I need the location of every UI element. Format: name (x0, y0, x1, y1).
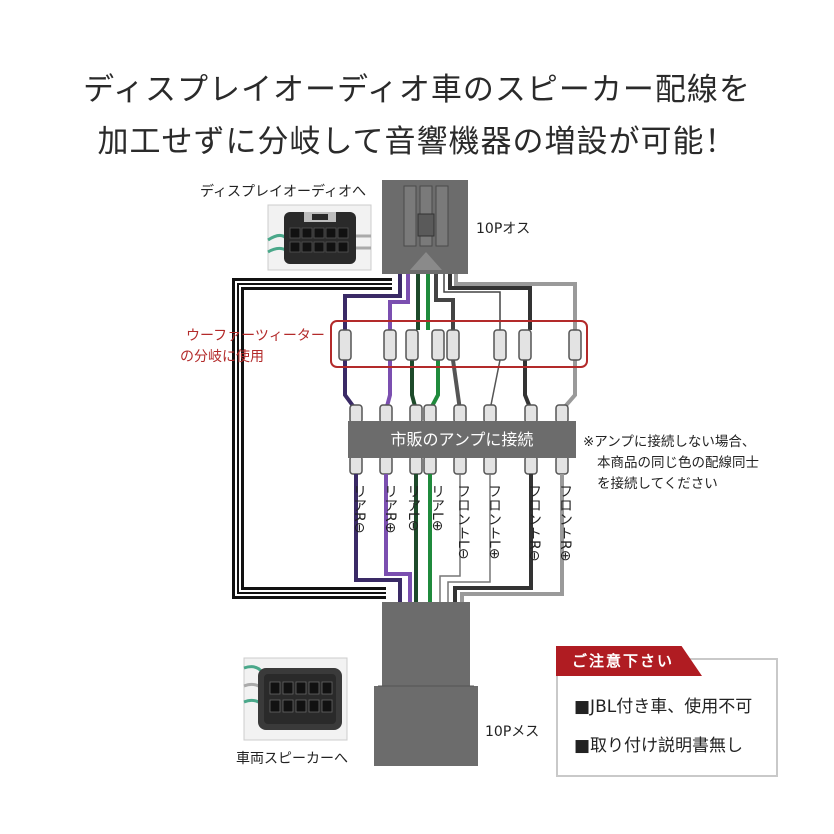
amp-connection-bar (348, 421, 576, 458)
display-audio-label: ディスプレイオーディオへ (200, 184, 367, 200)
vehicle-speaker-connector-photo (243, 657, 348, 741)
caution-item-manual: ■取り付け説明書無し (574, 736, 744, 756)
vehicle-speaker-label: 車両スピーカーへ (236, 751, 348, 767)
outer-loop-wire (232, 278, 392, 599)
upper-splice-terminals (338, 329, 582, 361)
caution-title: ご注意下さい (572, 652, 675, 670)
caution-item-jbl: ■JBL付き車、使用不可 (574, 697, 753, 717)
amp-note-line: を接続してください (597, 476, 718, 492)
wire-label-rear-l-minus: リアL⊖ (405, 484, 421, 532)
female-connector-10p (374, 602, 478, 766)
tweeter-branch-frame (330, 320, 588, 368)
wire-label-front-r-minus: フロントR⊖ (526, 484, 542, 562)
tweeter-branch-label-1: ウーファーツィーター (186, 328, 325, 344)
amp-connection-label: 市販のアンプに接続 (390, 430, 534, 449)
wire-label-rear-r-plus: リアR⊕ (382, 484, 398, 534)
amp-note-line: 本商品の同じ色の配線同士 (597, 455, 759, 471)
headline-line-1: ディスプレイオーディオ車のスピーカー配線を (83, 72, 751, 108)
wire-label-rear-l-plus: リアL⊕ (429, 484, 445, 532)
caution-tab (556, 646, 702, 676)
amp-note-line: ※アンプに接続しない場合、 (583, 434, 756, 450)
female-connector-label: 10Pメス (485, 724, 540, 740)
wire-label-front-l-plus: フロントL⊕ (486, 484, 502, 560)
amp-note: ※アンプに接続しない場合、 本商品の同じ色の配線同士 を接続してください (583, 432, 759, 495)
amp-output-terminals (349, 455, 569, 475)
male-connector-label: 10Pオス (476, 221, 531, 237)
wire-label-front-r-plus: フロントR⊕ (557, 484, 573, 562)
headline-line-2: 加工せずに分岐して音響機器の増設が可能！ (97, 124, 737, 160)
male-connector-10p (382, 180, 468, 274)
display-audio-connector-photo (267, 204, 372, 271)
tweeter-branch-label-2: の分岐に使用 (180, 349, 264, 365)
lower-wires (354, 474, 564, 604)
amp-input-terminals (349, 404, 569, 424)
wire-label-rear-r-minus: リアR⊖ (351, 484, 367, 534)
wire-label-front-l-minus: フロントL⊖ (455, 484, 471, 560)
